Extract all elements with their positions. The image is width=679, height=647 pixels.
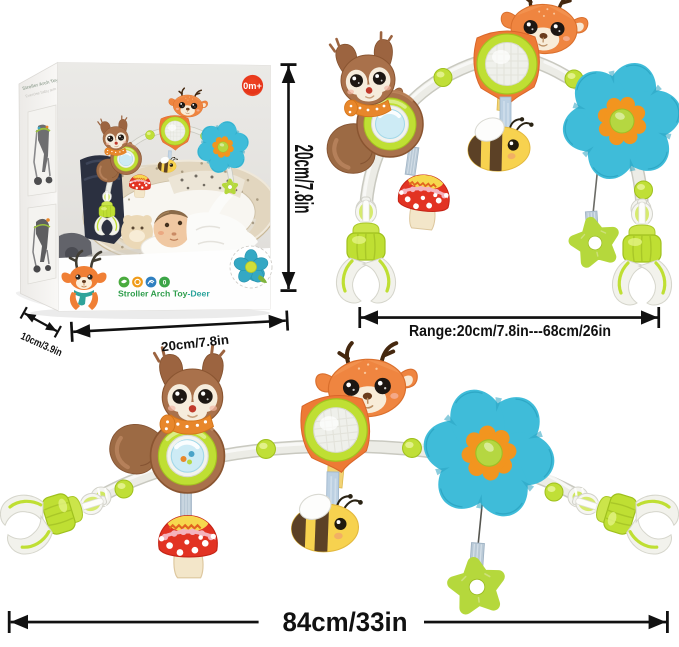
svg-text:Stroller Arch Toy-Deer: Stroller Arch Toy-Deer	[118, 289, 210, 299]
svg-text:20cm/7.8in: 20cm/7.8in	[289, 145, 319, 214]
svg-text:0: 0	[163, 280, 167, 287]
svg-text:0m+: 0m+	[243, 81, 262, 91]
svg-text:84cm/33in: 84cm/33in	[283, 607, 408, 637]
svg-text:Range:20cm/7.8in---68cm/26in: Range:20cm/7.8in---68cm/26in	[409, 323, 611, 340]
